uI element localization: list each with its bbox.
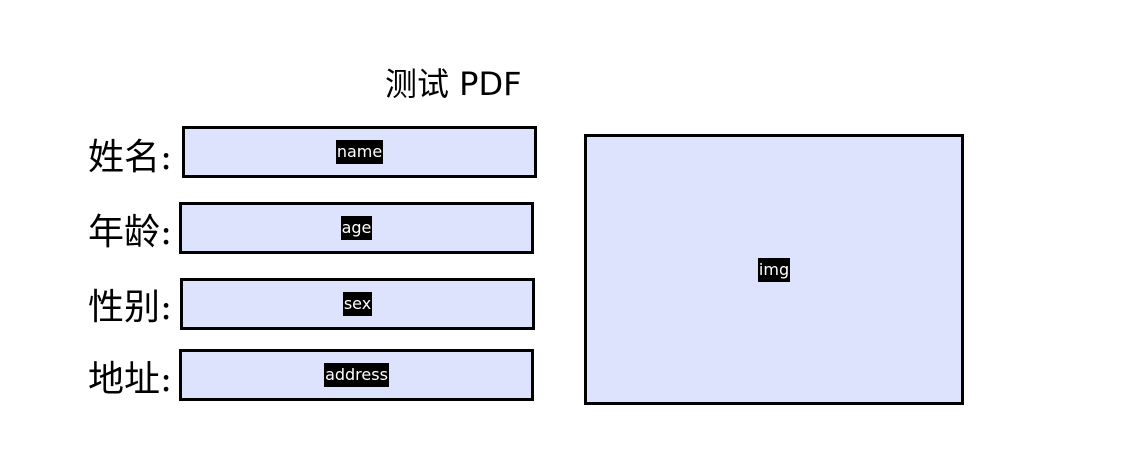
name-field-tag: name: [335, 140, 384, 164]
sex-field[interactable]: sex: [180, 278, 535, 330]
address-field[interactable]: address: [179, 349, 534, 401]
sex-label: 性别:: [88, 287, 173, 328]
address-field-tag: address: [324, 363, 389, 387]
age-field-tag: age: [340, 216, 373, 240]
sex-field-tag: sex: [342, 292, 373, 316]
image-field-tag: img: [757, 257, 791, 282]
age-field[interactable]: age: [179, 202, 534, 254]
age-label: 年龄:: [88, 212, 173, 253]
address-label: 地址:: [88, 359, 173, 400]
name-field[interactable]: name: [182, 126, 537, 178]
image-field[interactable]: img: [584, 134, 964, 405]
name-label: 姓名:: [88, 137, 173, 178]
page-title: 测试 PDF: [385, 65, 522, 103]
